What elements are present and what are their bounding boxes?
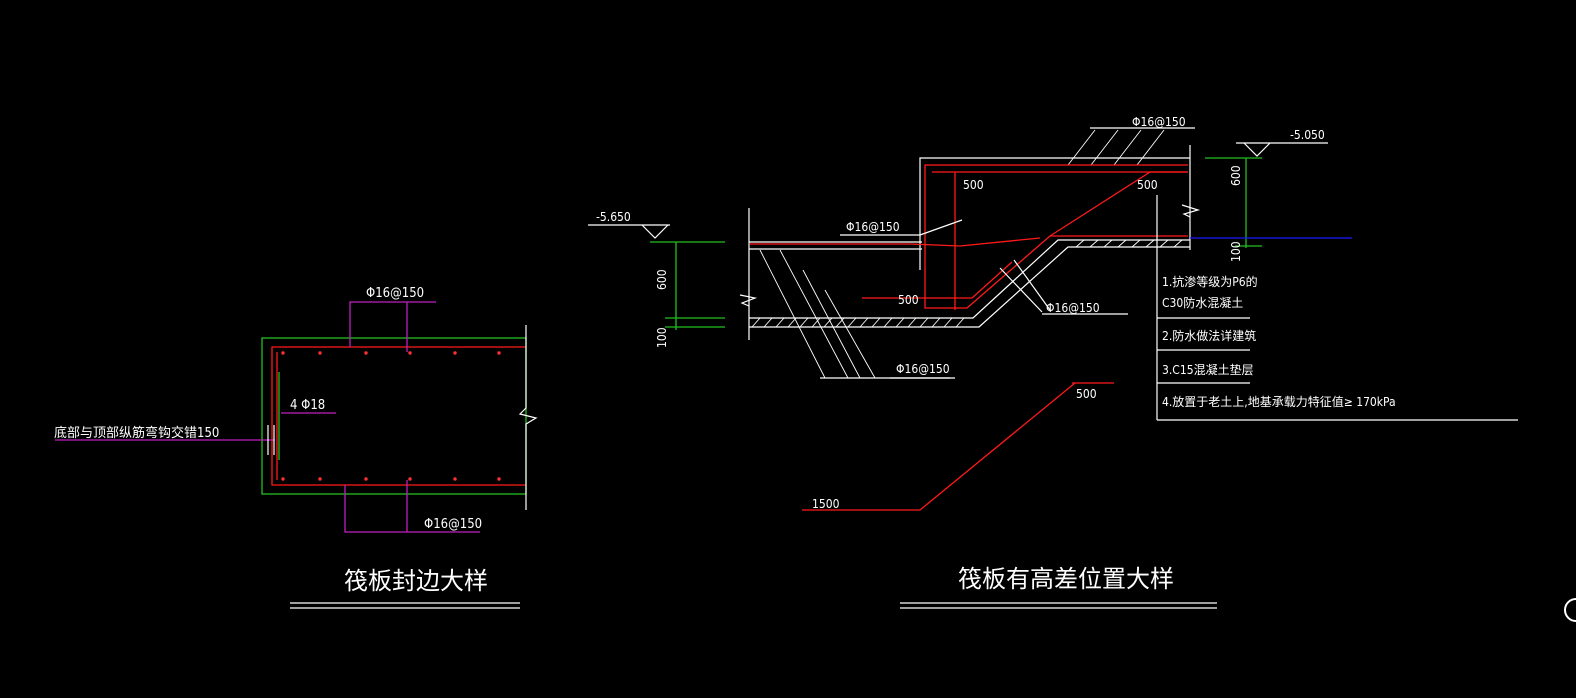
elevation-marker-right: [1243, 142, 1271, 157]
elevation-marker-left: [641, 224, 669, 239]
dim-slope-line: [802, 382, 1076, 511]
step-rebars: [750, 164, 1188, 310]
notes-table: 1.抗渗等级为P6的 C30防水混凝土 2.防水做法详建筑 3.C15混凝土垫层…: [1156, 195, 1518, 421]
dim-500-d: 500: [1076, 387, 1097, 401]
dim-100-left: 100: [655, 327, 669, 348]
dim-600-right: 600: [1229, 165, 1243, 186]
note-3: 3.C15混凝土垫层: [1162, 362, 1254, 377]
rebar-slope-label: Φ16@150: [1046, 301, 1100, 315]
bottom-rebar-leader: [344, 485, 480, 533]
top-rebar-dots: [281, 351, 501, 355]
right-detail-title: 筏板有高差位置大样: [958, 565, 1174, 593]
top-hatch: [1067, 127, 1195, 166]
elevation-right: -5.050: [1290, 128, 1325, 142]
break-line: [518, 325, 538, 510]
edge-handle[interactable]: [1564, 598, 1576, 622]
step-wall-outline: [919, 157, 1190, 270]
top-rebar-leader: [349, 301, 436, 347]
dim-100-right: 100: [1229, 241, 1243, 262]
soil-hatch: [759, 249, 876, 379]
dim-500-a: 500: [963, 178, 984, 192]
bottom-rebar-label: Φ16@150: [424, 517, 482, 532]
dim-500-c: 500: [898, 293, 919, 307]
dim-1500: 1500: [812, 497, 840, 511]
dim-500-b: 500: [1137, 178, 1158, 192]
raft-step-detail: -5.650 600 100: [588, 115, 1518, 609]
note-2: 2.防水做法详建筑: [1162, 328, 1256, 343]
bottom-rebar-dots: [281, 477, 501, 481]
left-detail-title: 筏板封边大样: [344, 567, 488, 595]
rebar-top-label: Φ16@150: [1132, 115, 1186, 129]
rebar-cage: [271, 346, 526, 486]
note-1b: C30防水混凝土: [1162, 295, 1243, 310]
rebar-bottom-label: Φ16@150: [896, 362, 950, 376]
elevation-left: -5.650: [596, 210, 631, 224]
hook-note: 底部与顶部纵筋弯钩交错150: [54, 425, 219, 441]
cushion-hatch: [751, 239, 1183, 328]
note-1a: 1.抗渗等级为P6的: [1162, 274, 1258, 289]
rebar-mid-label: Φ16@150: [846, 220, 900, 234]
top-rebar-label: Φ16@150: [366, 286, 424, 301]
raft-edge-detail: Φ16@150 4 Φ18 底部与顶部纵筋弯钩交错150 Φ16@150 筏板封…: [54, 286, 538, 609]
dim-600-left: 600: [655, 269, 669, 290]
side-bar-label: 4 Φ18: [290, 398, 325, 413]
slab-edge-outline: [261, 337, 527, 495]
note-4: 4.放置于老土上,地基承载力特征值≥ 170kPa: [1162, 394, 1396, 409]
